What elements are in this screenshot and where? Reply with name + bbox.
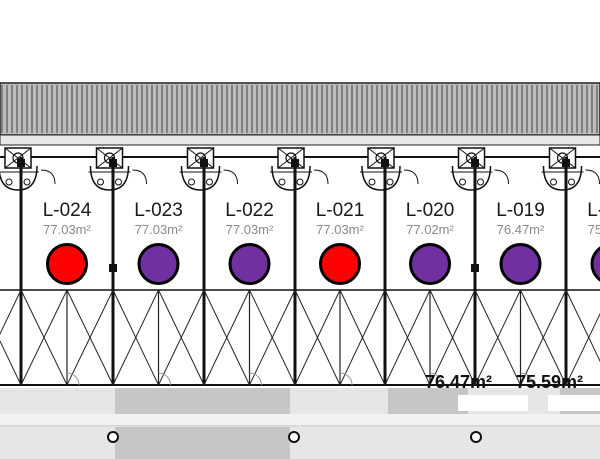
grid-diagonal xyxy=(384,289,431,386)
lot-label: L-023 xyxy=(134,200,183,221)
lot-area: 77.03m² xyxy=(135,222,183,237)
pillar xyxy=(291,159,299,167)
door-swing xyxy=(249,372,262,386)
roof-gutter xyxy=(0,134,600,146)
pavement xyxy=(0,388,600,459)
bollard-icon xyxy=(470,431,482,443)
ceiling-fan-icon xyxy=(360,147,419,191)
bollard-icon xyxy=(288,431,300,443)
pavement-block xyxy=(115,388,290,414)
lot-label: L-018 xyxy=(587,200,600,221)
lot-unit[interactable]: L-01875.59m² xyxy=(541,147,600,284)
lot-label: L-022 xyxy=(225,200,274,221)
door-swing xyxy=(158,372,171,386)
grid-diagonal xyxy=(565,312,600,386)
door-swing xyxy=(339,372,353,386)
ceiling-fan-icon xyxy=(270,147,329,191)
pillar xyxy=(471,159,479,167)
pillar xyxy=(109,159,117,167)
bollard-icon xyxy=(107,431,119,443)
grid-diagonal xyxy=(0,289,22,336)
lot-label: L-021 xyxy=(316,200,365,221)
roof-hatch xyxy=(1,85,598,133)
grid-diagonal xyxy=(474,289,521,386)
lots-group: L-02577.03m²L-02477.03m²L-02377.03m²L-02… xyxy=(0,147,600,385)
ceiling-fan-icon xyxy=(541,147,600,191)
grid-diagonal xyxy=(158,289,205,386)
door-swing xyxy=(66,372,80,386)
label-mask xyxy=(548,395,600,411)
sidewalk xyxy=(0,427,600,459)
grid-diagonal xyxy=(112,289,159,386)
pillar xyxy=(200,159,208,167)
pillar xyxy=(109,264,117,272)
grid-diagonal xyxy=(565,289,600,363)
door-swing xyxy=(429,372,443,386)
grid-diagonal xyxy=(66,289,114,386)
status-marker-reserved[interactable] xyxy=(499,243,542,285)
grid-diagonal xyxy=(249,289,296,386)
status-marker-reserved[interactable] xyxy=(409,243,451,285)
grid-diagonal xyxy=(20,289,68,386)
grid-diagonal xyxy=(294,289,341,386)
lot-area: 77.03m² xyxy=(226,222,274,237)
grid-diagonal xyxy=(203,289,250,386)
storefront-grid xyxy=(0,289,600,386)
status-marker-reserved[interactable] xyxy=(137,243,180,285)
ceiling-fan-icon xyxy=(0,147,56,191)
status-marker-sold[interactable] xyxy=(46,243,88,285)
pillar xyxy=(562,159,570,167)
pavement-block xyxy=(388,388,468,414)
door-swing xyxy=(520,372,533,386)
pillar xyxy=(381,159,389,167)
ceiling-fan-icon xyxy=(450,147,509,191)
label-mask xyxy=(458,395,528,411)
bottom-area-label: 75.59m² xyxy=(516,372,583,392)
lot-area: 75.59m² xyxy=(588,222,600,237)
lot-area: 77.03m² xyxy=(316,222,364,237)
lot-label: L-020 xyxy=(406,200,455,221)
lot-area: 77.02m² xyxy=(406,222,454,237)
ceiling-fan-icon xyxy=(88,147,147,191)
status-marker-reserved[interactable] xyxy=(228,243,271,285)
curb-strip xyxy=(0,414,600,426)
pillar xyxy=(471,264,479,272)
lot-area: 76.47m² xyxy=(497,222,545,237)
lot-label: L-024 xyxy=(43,200,92,221)
status-marker-reserved[interactable] xyxy=(590,245,600,284)
grid-diagonal xyxy=(0,339,22,386)
pillar xyxy=(17,159,25,167)
grid-diagonal xyxy=(520,289,567,386)
lot-label: L-019 xyxy=(496,200,545,221)
ceiling-fan-icon xyxy=(179,147,238,191)
grid-diagonal xyxy=(429,289,476,386)
roof-canopy xyxy=(0,82,600,136)
status-marker-sold[interactable] xyxy=(319,243,361,285)
bottom-area-label: 76.47m² xyxy=(425,372,492,392)
grid-diagonal xyxy=(339,289,386,386)
sidewalk-block xyxy=(115,427,290,459)
lot-area: 77.03m² xyxy=(43,222,91,237)
